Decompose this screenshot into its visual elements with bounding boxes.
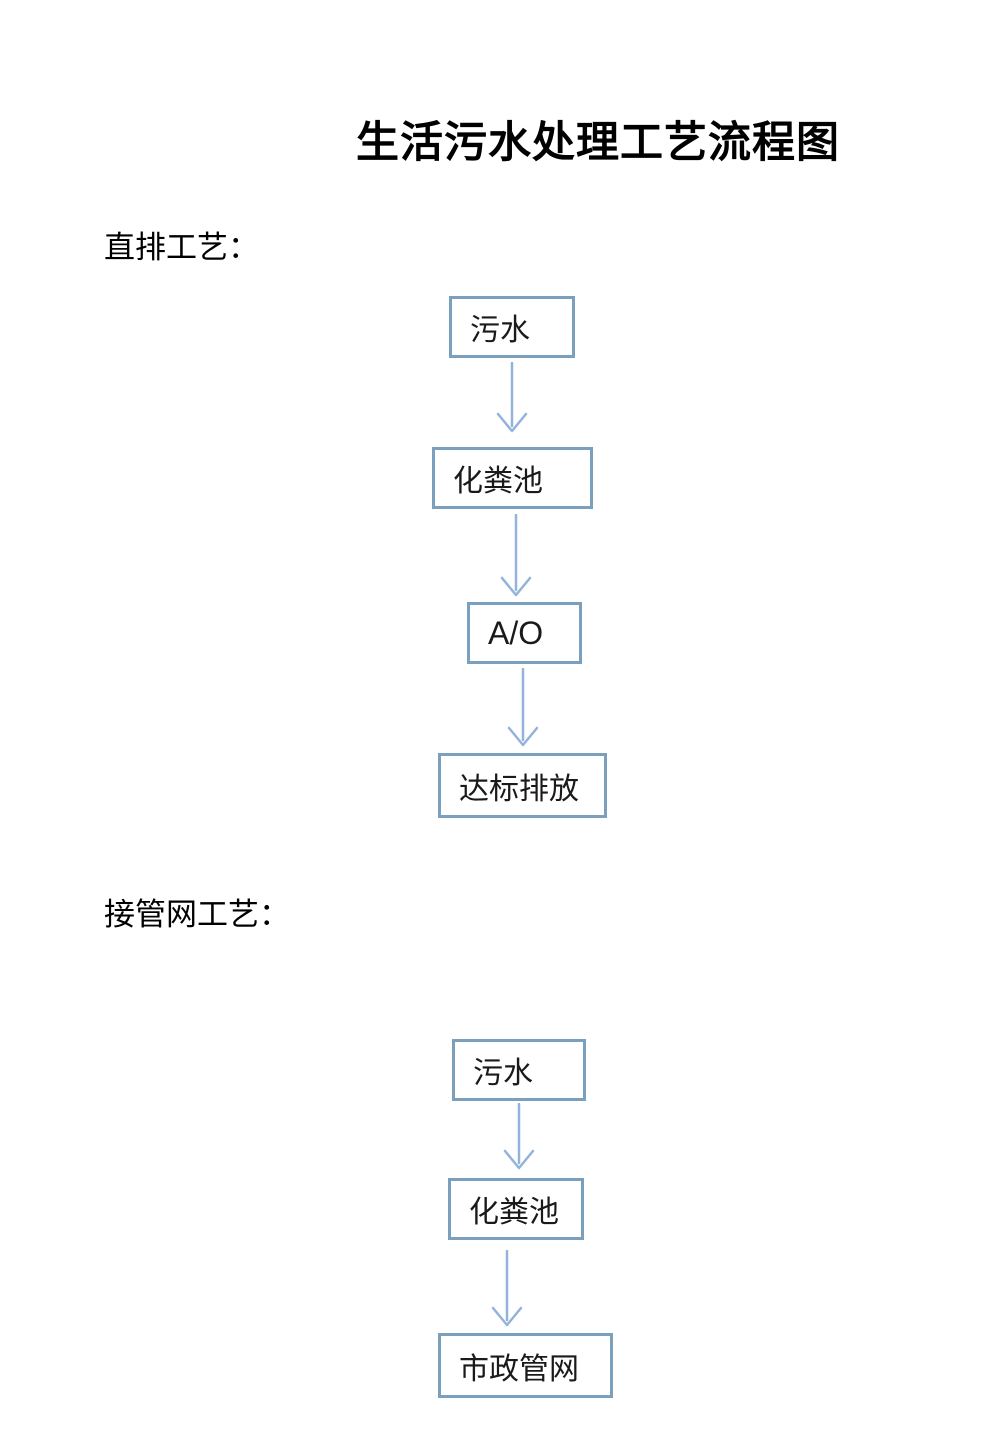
page-title: 生活污水处理工艺流程图: [356, 119, 840, 167]
flow-node-municipal-pipe-network: 市政管网: [438, 1333, 613, 1398]
flow-arrow-down-icon: [497, 1103, 541, 1171]
flow-arrow-down-icon: [490, 362, 534, 434]
flow-node-ao: A/O: [467, 602, 582, 664]
flow-node-septic-tank-1: 化粪池: [432, 447, 593, 509]
flow-node-sewage-1: 污水: [449, 296, 575, 358]
flow-node-standard-discharge: 达标排放: [438, 753, 607, 818]
section-label-direct-discharge: 直排工艺：: [104, 230, 259, 265]
flow-arrow-down-icon: [494, 514, 538, 598]
section-label-pipe-network: 接管网工艺：: [104, 897, 290, 932]
flow-arrow-down-icon: [501, 668, 545, 748]
flow-arrow-down-icon: [485, 1250, 529, 1328]
flow-node-septic-tank-2: 化粪池: [448, 1178, 584, 1240]
flow-node-sewage-2: 污水: [452, 1039, 586, 1101]
